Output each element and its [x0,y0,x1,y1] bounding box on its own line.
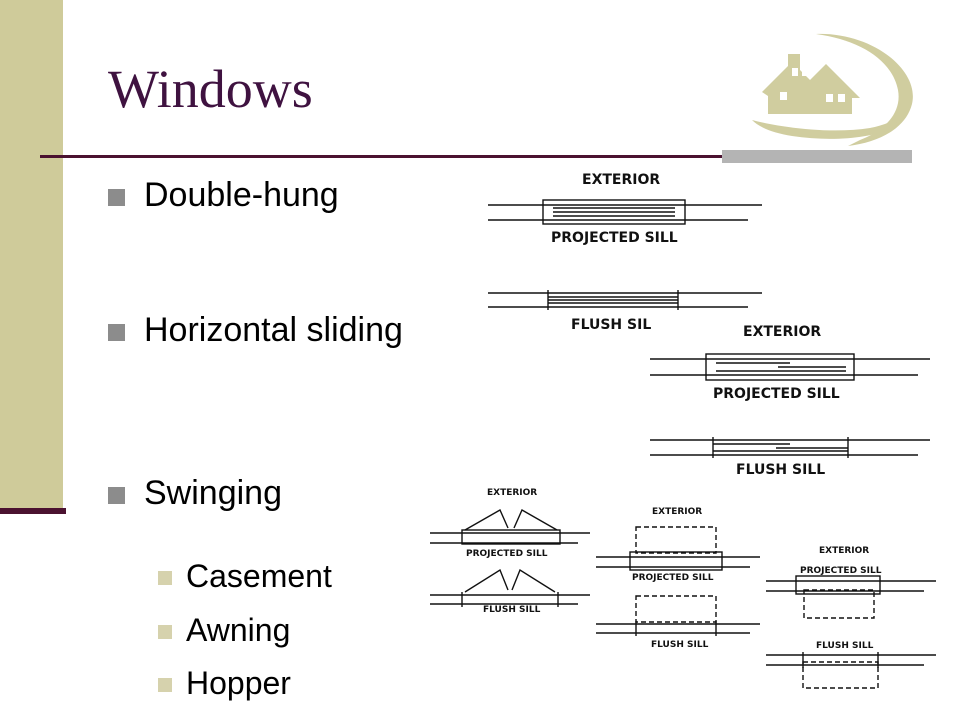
drawing-label: FLUSH SILL [736,462,825,478]
bullet-square-icon [108,487,125,504]
house-logo-icon [752,33,913,146]
sub-bullet-square-icon [158,625,172,639]
sidebar-foot-rule [0,508,66,514]
drawing-label: FLUSH SILL [483,605,541,615]
drawing-label: PROJECTED SILL [466,549,548,559]
drawing-label: PROJECTED SILL [713,386,840,402]
drawing-label: EXTERIOR [819,546,869,556]
bullet-square-icon [108,189,125,206]
drawing-label: PROJECTED SILL [800,566,882,576]
drawing-label: FLUSH SILL [651,640,709,650]
drawing-label: EXTERIOR [652,507,702,517]
sub-bullet-square-icon [158,571,172,585]
drawing-label: FLUSH SILL [816,641,874,651]
drawing-label: EXTERIOR [743,324,821,340]
bullet-square-icon [108,324,125,341]
drawing-label: FLUSH SIL [571,317,651,333]
drawing-label: PROJECTED SILL [632,573,714,583]
drawing-label: EXTERIOR [582,172,660,188]
sub-bullet-square-icon [158,678,172,692]
drawing-label: PROJECTED SILL [551,230,678,246]
title-rule-accent [722,150,912,163]
title-rule [40,155,912,158]
slide-title: Windows [108,59,313,119]
drawing-label: EXTERIOR [487,488,537,498]
decorative-sidebar [0,0,63,510]
